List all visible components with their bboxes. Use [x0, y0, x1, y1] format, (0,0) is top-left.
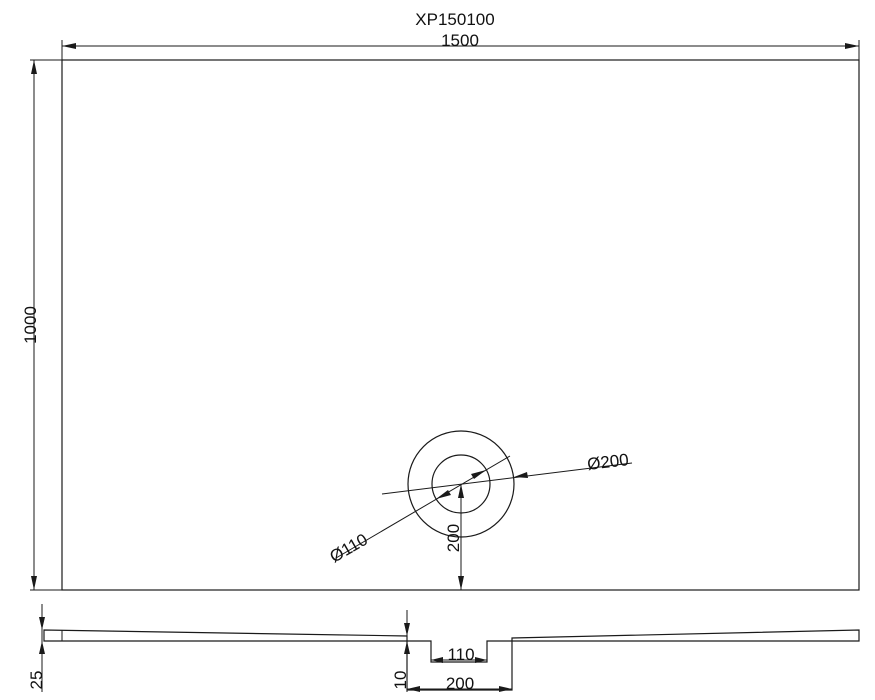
plan-view: 1500 1000 Ø200 Ø110 — [21, 31, 860, 591]
thickness-dimension: 25 — [27, 604, 46, 692]
recess-outer-label: 200 — [446, 674, 474, 693]
model-code-label: XP150100 — [415, 10, 494, 29]
length-dimension-label: 1500 — [441, 31, 479, 50]
thickness-label: 25 — [27, 671, 46, 690]
waste-offset-dimension: 200 — [444, 484, 464, 590]
recess-inner-dimension: 110 — [431, 645, 487, 664]
recess-depth-dimension: 10 — [391, 610, 410, 692]
recess-depth-label: 10 — [391, 671, 410, 690]
section-view: 25 10 110 200 — [27, 604, 860, 693]
outer-diameter-label: Ø200 — [586, 450, 630, 474]
inner-diameter-label: Ø110 — [327, 530, 371, 567]
width-dimension: 1000 — [21, 59, 62, 591]
waste-offset-label: 200 — [444, 524, 463, 552]
length-dimension: 1500 — [61, 31, 860, 60]
outer-diameter-leader: Ø200 — [381, 450, 633, 495]
recess-inner-label: 110 — [447, 645, 474, 664]
recess-outer-dimension: 200 — [407, 674, 512, 693]
width-dimension-label: 1000 — [21, 306, 40, 344]
inner-diameter-leader: Ø110 — [327, 455, 511, 567]
